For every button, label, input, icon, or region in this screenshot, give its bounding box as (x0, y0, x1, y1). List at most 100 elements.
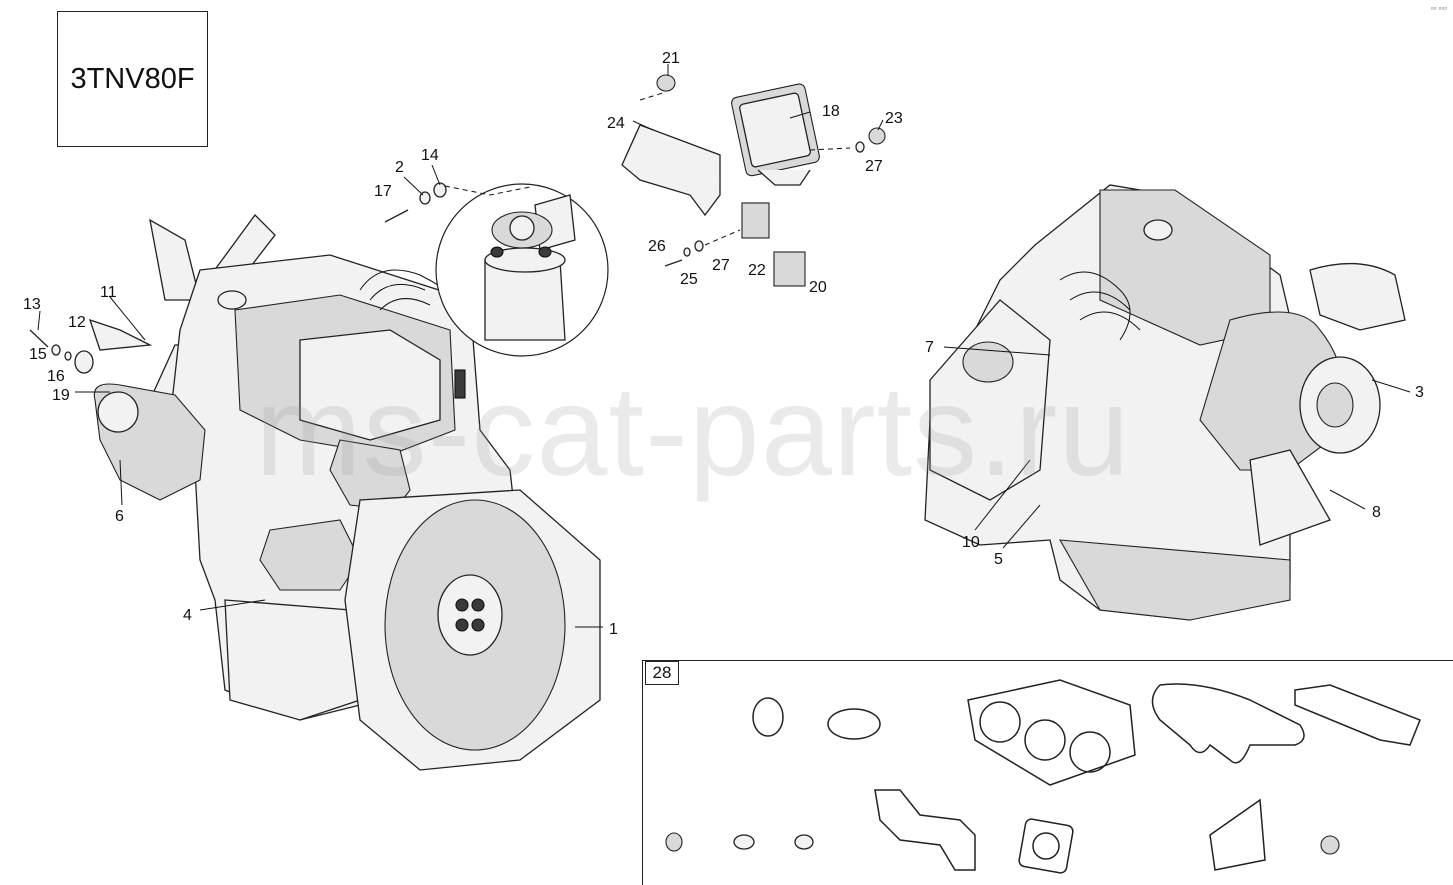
washer-27 (855, 141, 865, 153)
washer-14 (433, 182, 447, 198)
washer-15 (51, 344, 61, 356)
spacer-12 (74, 350, 94, 374)
callout-7[interactable]: 7 (925, 339, 934, 356)
bracket-24 (621, 124, 721, 217)
callout-24[interactable]: 24 (607, 115, 625, 132)
assembly-line (809, 147, 851, 151)
assembly-line (704, 229, 741, 246)
valve-seal (665, 832, 683, 852)
callout-19[interactable]: 19 (52, 387, 70, 404)
callout-15[interactable]: 15 (29, 346, 47, 363)
callout-23[interactable]: 23 (885, 110, 903, 127)
callout-8[interactable]: 8 (1372, 504, 1381, 521)
controller-connector (757, 169, 811, 186)
callout-4[interactable]: 4 (183, 607, 192, 624)
right-engine-illustration (924, 184, 1406, 621)
alternator-rear (1309, 262, 1406, 331)
head-gasket (967, 679, 1136, 786)
callout-5[interactable]: 5 (994, 551, 1003, 568)
flywheel-bolt-hole (471, 598, 485, 612)
fan-blade-rear (1249, 449, 1331, 546)
fan-blade (149, 218, 201, 301)
model-label: 3TNV80F (70, 62, 195, 95)
callout-12[interactable]: 12 (68, 314, 86, 331)
fuel-filter-detail (384, 182, 609, 357)
o-ring (752, 697, 784, 737)
bolt-17 (384, 209, 409, 223)
callout-25[interactable]: 25 (680, 271, 698, 288)
filter-head-boss (509, 215, 535, 241)
oil-pan-rear (1059, 539, 1291, 621)
injector-lines-rear (1059, 271, 1141, 341)
callout-20[interactable]: 20 (809, 279, 827, 296)
callout-11[interactable]: 11 (100, 284, 117, 301)
alternator-pulley (97, 391, 139, 433)
side-gasket (1294, 684, 1421, 746)
corner-mark: ▫▫ ▫▫▫ (1430, 4, 1447, 13)
oil-filler-cap-rear (1143, 219, 1173, 241)
left-engine-illustration (88, 214, 601, 771)
oil-pan (224, 599, 361, 721)
fan-blade (88, 318, 153, 351)
square-gasket (1018, 818, 1074, 874)
square-gasket-bore (1032, 832, 1060, 860)
relay-20 (773, 251, 806, 287)
washer-26 (683, 247, 691, 257)
flywheel-bolt-hole (455, 598, 469, 612)
valve-cover-gasket (1151, 683, 1305, 764)
callout-26[interactable]: 26 (648, 238, 666, 255)
model-label-box: 3TNV80F (57, 11, 208, 147)
fan-hub-rear (1316, 382, 1354, 428)
gasket-kit-frame (642, 660, 1453, 885)
callout-2[interactable]: 2 (395, 159, 404, 176)
flywheel-hub (437, 574, 503, 656)
callout-17[interactable]: 17 (374, 183, 392, 200)
leader-lines (37, 64, 1411, 628)
head-gasket-bore (1024, 719, 1066, 761)
flywheel-bolt-hole (471, 618, 485, 632)
callout-22[interactable]: 22 (748, 262, 766, 279)
nut-21 (656, 74, 676, 92)
left-loose-parts (29, 329, 94, 374)
seal-washer (794, 834, 814, 850)
housing-port (962, 341, 1014, 383)
gasket-kit-label[interactable]: 28 (645, 661, 679, 685)
valve-cover-top (299, 329, 441, 441)
sensor (454, 369, 466, 399)
assembly-line (444, 185, 531, 196)
cover-gasket (1209, 798, 1266, 871)
gasket-kit-items (665, 679, 1421, 874)
head-gasket-bore (1069, 731, 1111, 773)
callout-14[interactable]: 14 (421, 147, 439, 164)
callout-3[interactable]: 3 (1415, 384, 1424, 401)
valve-seal (1320, 835, 1340, 855)
callouts: 1 2 3 4 5 6 7 8 10 11 12 13 14 15 16 17 … (23, 50, 1424, 638)
callout-1[interactable]: 1 (609, 621, 618, 638)
seal-ring (827, 708, 881, 740)
relay-bracket-group (621, 74, 886, 287)
callout-27-upper[interactable]: 27 (865, 158, 883, 175)
flywheel-bolt-hole (455, 618, 469, 632)
filter-port (490, 246, 504, 258)
callout-21[interactable]: 21 (662, 50, 680, 67)
controller-18-face (739, 92, 811, 168)
callout-16[interactable]: 16 (47, 368, 65, 385)
callout-10[interactable]: 10 (962, 534, 980, 551)
bolt-13 (29, 329, 49, 348)
callout-13[interactable]: 13 (23, 296, 41, 313)
oil-filler-cap (217, 290, 247, 310)
filter-port (538, 246, 552, 258)
relay-22 (741, 202, 770, 239)
callout-18[interactable]: 18 (822, 103, 840, 120)
flywheel-housing-rear (929, 299, 1051, 501)
seal-washer (733, 834, 755, 850)
assembly-line (639, 91, 667, 101)
washer-27 (694, 240, 704, 252)
manifold-gasket (874, 789, 976, 871)
callout-27-lower[interactable]: 27 (712, 257, 730, 274)
callout-6[interactable]: 6 (115, 508, 124, 525)
head-gasket-bore (979, 701, 1021, 743)
bolt-25 (664, 259, 683, 267)
